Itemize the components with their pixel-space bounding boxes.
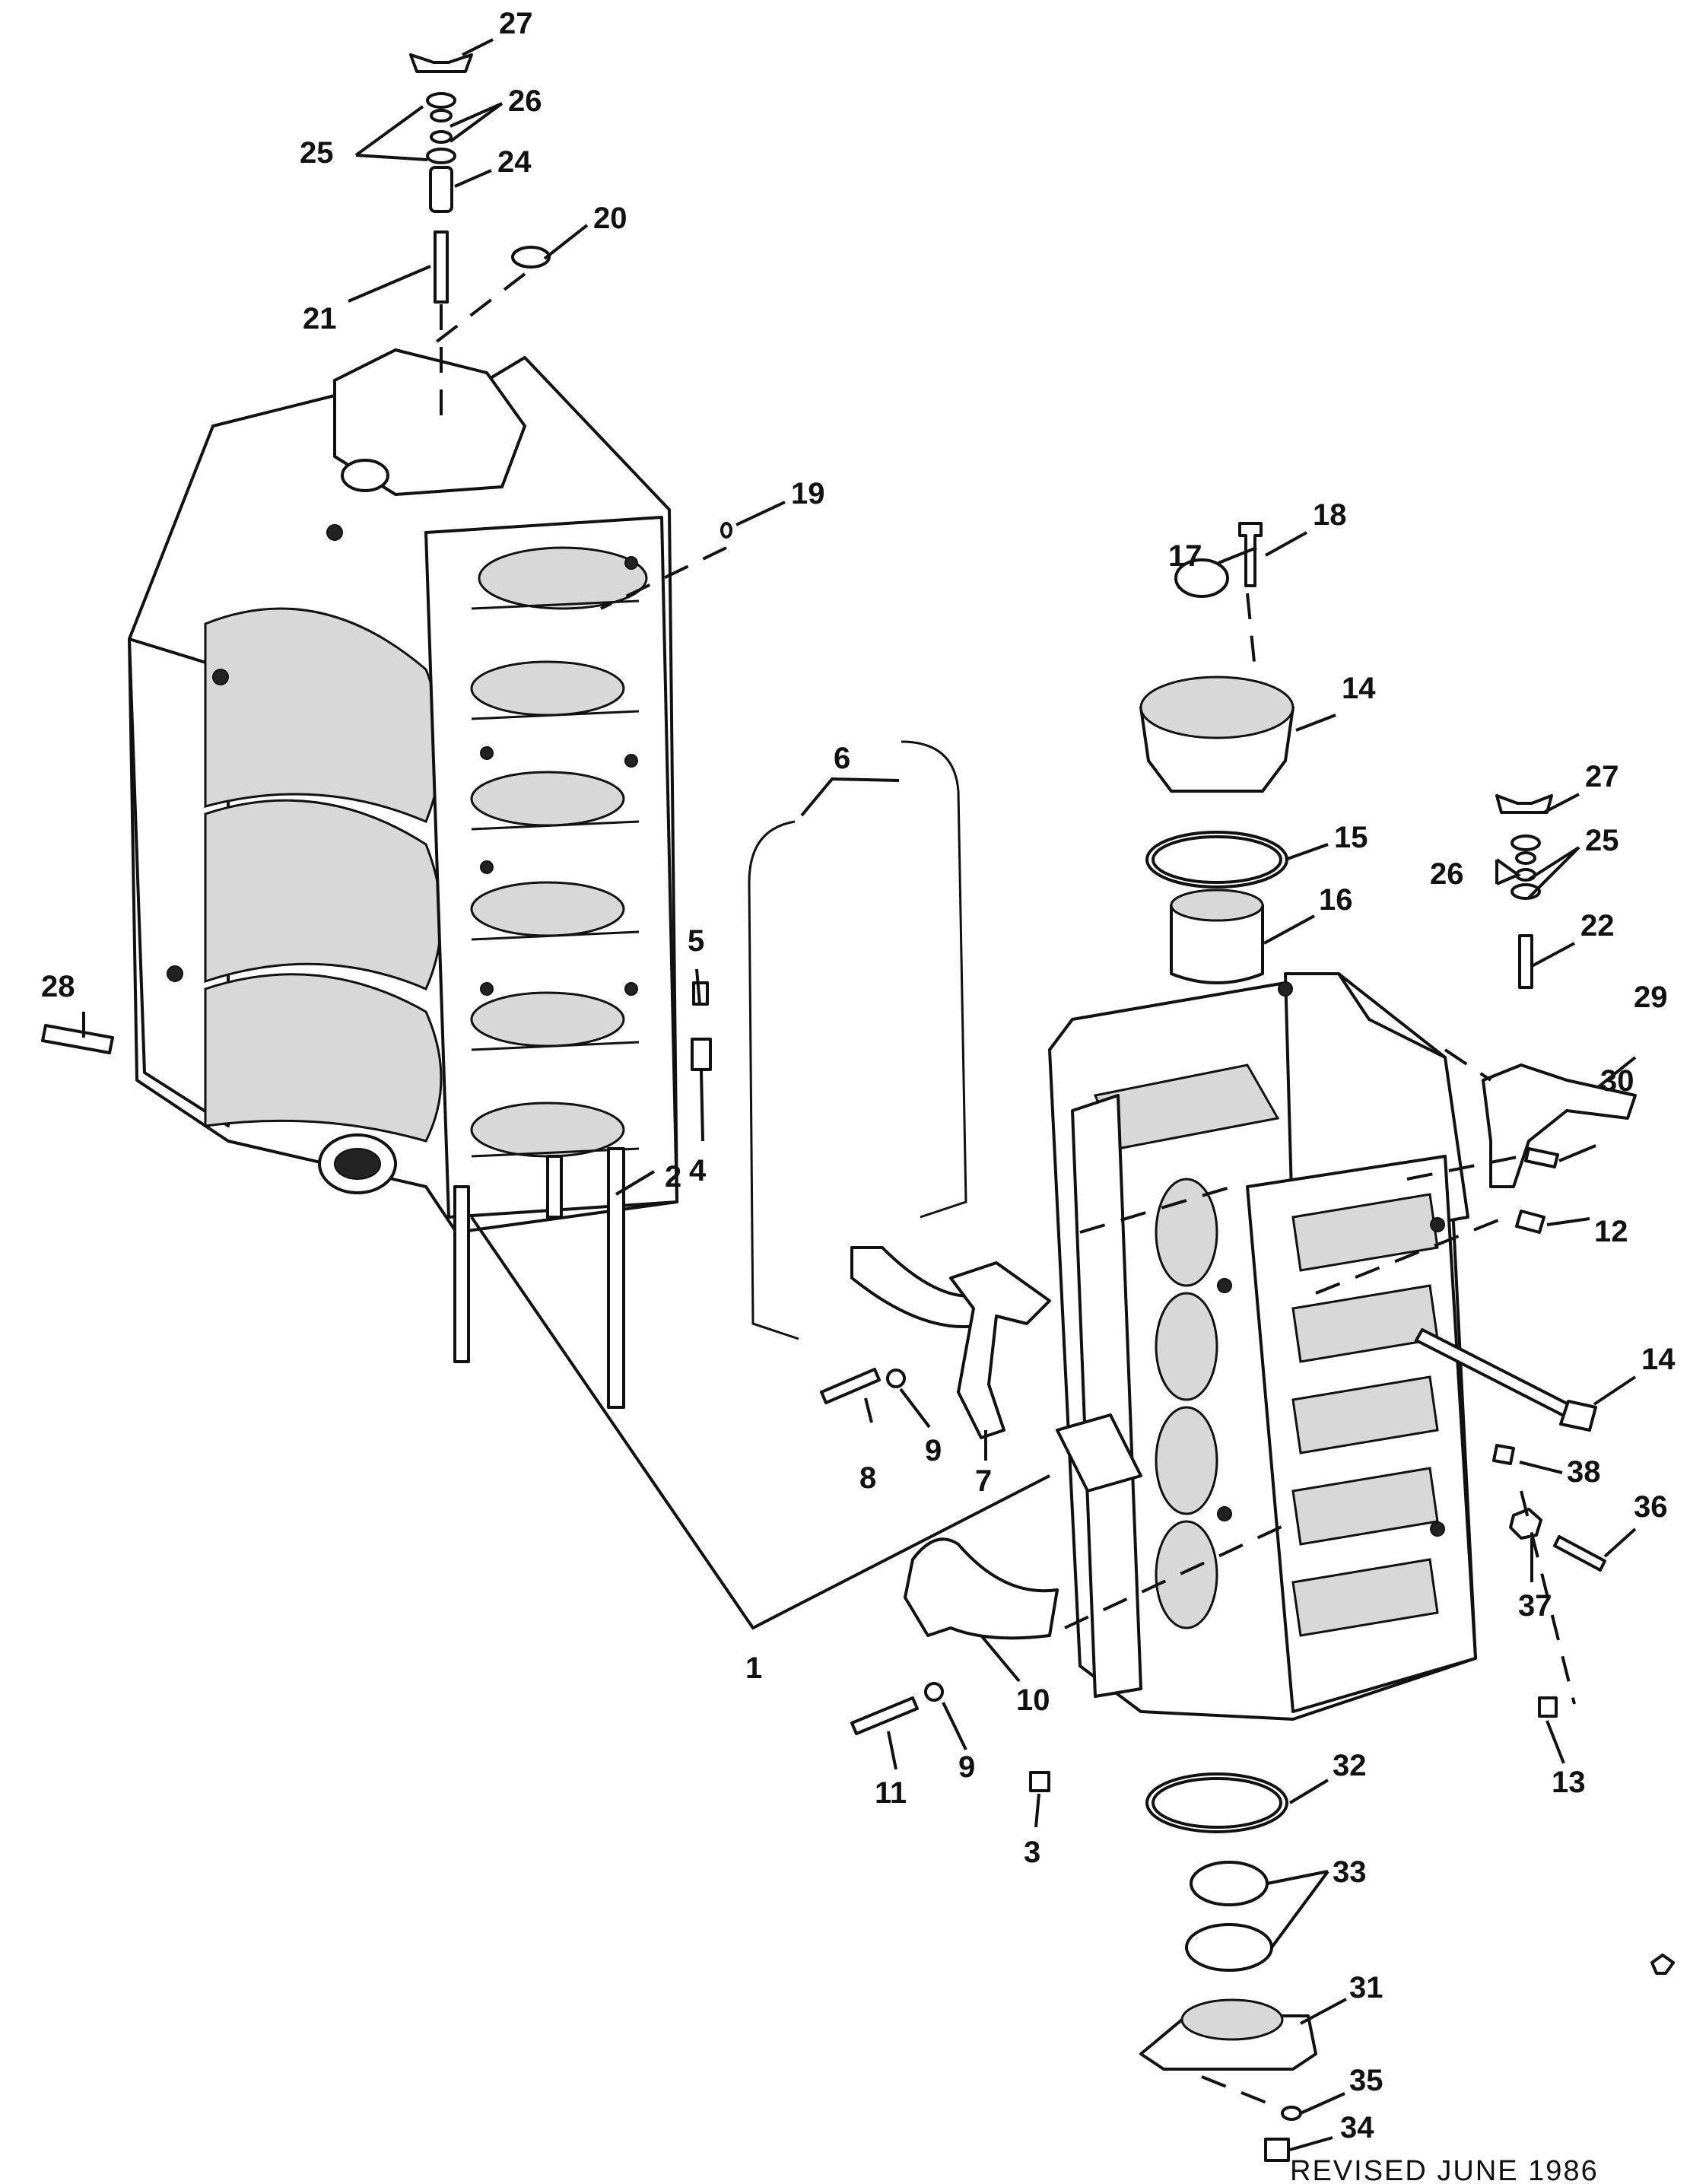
callout-27-right: 27 bbox=[1585, 760, 1619, 793]
callout-26-top: 26 bbox=[508, 84, 542, 118]
callout-34: 34 bbox=[1340, 2111, 1374, 2144]
o-ring-32-inner bbox=[1152, 1777, 1282, 1829]
callout-19: 18 bbox=[1313, 498, 1347, 532]
cylinder-block bbox=[128, 348, 678, 1363]
wing-nut-right bbox=[1495, 794, 1553, 814]
plug bbox=[511, 246, 551, 269]
callout-1: 1 bbox=[745, 1652, 762, 1685]
callout-7: 7 bbox=[975, 1464, 992, 1498]
washer-right-1 bbox=[1511, 834, 1541, 851]
wing-nut-top bbox=[409, 53, 473, 73]
callout-12: 12 bbox=[1594, 1215, 1628, 1248]
revision-footer: REVISED JUNE 1986 bbox=[1290, 2155, 1599, 2184]
bolt-8 bbox=[820, 1368, 881, 1404]
o-ring-16-inner bbox=[1152, 835, 1282, 884]
assembly-guide-lines bbox=[424, 272, 1576, 2109]
callout-27-top: 27 bbox=[499, 7, 533, 40]
tube bbox=[41, 1024, 114, 1054]
callout-30: 30 bbox=[1600, 1064, 1634, 1098]
seal-18 bbox=[1174, 558, 1229, 598]
stud-top bbox=[434, 230, 449, 304]
callout-25-right: 25 bbox=[1585, 824, 1619, 857]
set-screw-3 bbox=[1029, 1771, 1050, 1792]
callout-18: 17 bbox=[1168, 539, 1202, 573]
bolt-34 bbox=[1264, 2138, 1290, 2162]
callout-33: 33 bbox=[1333, 1855, 1367, 1889]
crankcase-cover bbox=[1048, 972, 1477, 1721]
callout-13: 13 bbox=[1552, 1766, 1586, 1799]
bearing-cap-lower bbox=[904, 1537, 1059, 1640]
spacer bbox=[429, 166, 453, 213]
callout-17: 16 bbox=[1319, 883, 1353, 917]
callout-26-right: 26 bbox=[1430, 857, 1464, 891]
bolt-19 bbox=[1238, 522, 1263, 587]
needle-bearing-17 bbox=[1170, 904, 1264, 984]
callout-31: 31 bbox=[1349, 1971, 1383, 2004]
callout-11: 11 bbox=[875, 1776, 907, 1810]
callout-9-upper: 9 bbox=[925, 1434, 942, 1467]
transfer-tubes bbox=[748, 740, 967, 1340]
callout-15: 14 bbox=[1342, 672, 1376, 705]
nut-37 bbox=[1509, 1508, 1542, 1540]
callout-6: 6 bbox=[834, 742, 850, 775]
set-screw-12 bbox=[1515, 1210, 1545, 1234]
handle-29 bbox=[1482, 1063, 1637, 1188]
bracket bbox=[949, 1261, 1051, 1439]
callout-22: 21 bbox=[303, 302, 337, 335]
callout-16: 15 bbox=[1334, 821, 1368, 854]
callout-2: 2 bbox=[665, 1160, 681, 1194]
callout-29: 29 bbox=[1634, 981, 1668, 1014]
callout-labels: 27 26 25 24 20 21 19 18 17 14 6 15 27 25… bbox=[41, 7, 1676, 2184]
washer-9-upper bbox=[886, 1369, 906, 1388]
seal-33-lower bbox=[1185, 1923, 1273, 1972]
callout-9-lower: 9 bbox=[958, 1750, 975, 1784]
logo-mark bbox=[1650, 1954, 1675, 1975]
bolt-14-head bbox=[1559, 1400, 1597, 1432]
set-screw-13 bbox=[1538, 1696, 1558, 1718]
callout-28: 28 bbox=[41, 970, 75, 1003]
callout-32: 32 bbox=[1333, 1749, 1367, 1782]
callout-8: 8 bbox=[859, 1461, 876, 1495]
screw-30 bbox=[1524, 1147, 1559, 1168]
dowel-pin-small bbox=[720, 522, 732, 539]
callout-21: 20 bbox=[593, 202, 627, 235]
callout-5: 5 bbox=[688, 924, 704, 958]
dowel-pin-4 bbox=[691, 1038, 712, 1071]
callout-37: 37 bbox=[1518, 1589, 1552, 1623]
seal-33-upper bbox=[1190, 1861, 1269, 1906]
stud-long bbox=[607, 1147, 625, 1409]
plug-38 bbox=[1492, 1444, 1515, 1465]
callout-23: 22 bbox=[1580, 909, 1615, 943]
bolt-11 bbox=[850, 1696, 919, 1735]
callout-20: 19 bbox=[791, 477, 825, 510]
washers-top bbox=[426, 92, 456, 164]
screw-36 bbox=[1553, 1535, 1606, 1572]
callout-25-top: 25 bbox=[300, 136, 334, 170]
callout-14: 14 bbox=[1641, 1343, 1676, 1376]
callout-4: 4 bbox=[689, 1154, 707, 1187]
stud-23 bbox=[1518, 934, 1533, 989]
callout-35: 35 bbox=[1349, 2064, 1383, 2097]
callout-24: 24 bbox=[497, 145, 532, 179]
callout-3: 3 bbox=[1024, 1836, 1040, 1869]
callout-10: 10 bbox=[1016, 1683, 1050, 1717]
washer-9-lower bbox=[924, 1682, 944, 1702]
washer-right-2 bbox=[1515, 851, 1536, 865]
leader-lines bbox=[82, 38, 1637, 2151]
callout-38: 38 bbox=[1567, 1455, 1601, 1489]
callout-36: 36 bbox=[1634, 1490, 1668, 1524]
washer-35 bbox=[1281, 2106, 1302, 2121]
